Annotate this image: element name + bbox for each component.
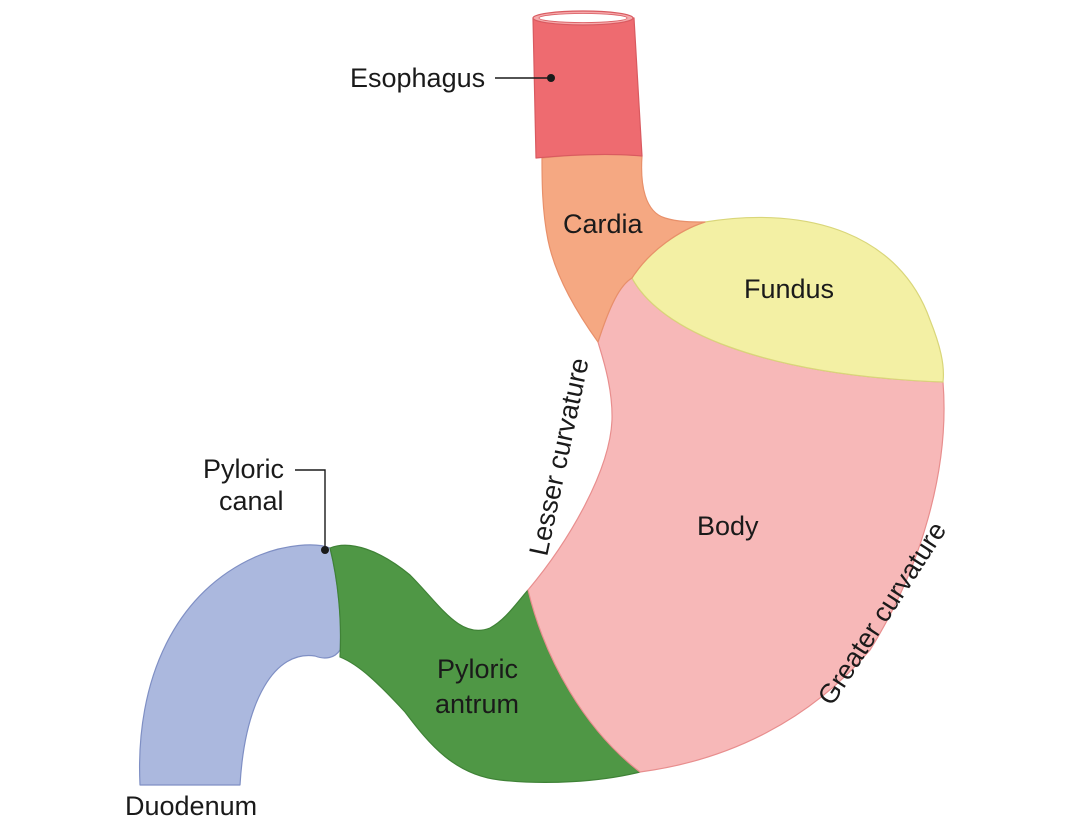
esophagus-leader-dot	[547, 74, 555, 82]
esophagus-lumen	[538, 13, 628, 23]
pyloric-canal-leader-dot	[321, 546, 329, 554]
esophagus-region	[532, 17, 643, 159]
pyloric-canal-label-line2: canal	[219, 486, 284, 516]
duodenum-label: Duodenum	[125, 791, 257, 818]
duodenum-region	[138, 544, 342, 786]
body-label: Body	[697, 511, 759, 541]
pyloric-canal-label-line1: Pyloric	[203, 454, 284, 484]
cardia-label: Cardia	[563, 209, 644, 239]
pyloric-antrum-label-line2: antrum	[435, 689, 519, 719]
esophagus-label: Esophagus	[350, 63, 485, 93]
pyloric-antrum-label-line1: Pyloric	[437, 654, 518, 684]
fundus-label: Fundus	[744, 274, 834, 304]
pyloric-canal-leader-line	[295, 469, 326, 550]
